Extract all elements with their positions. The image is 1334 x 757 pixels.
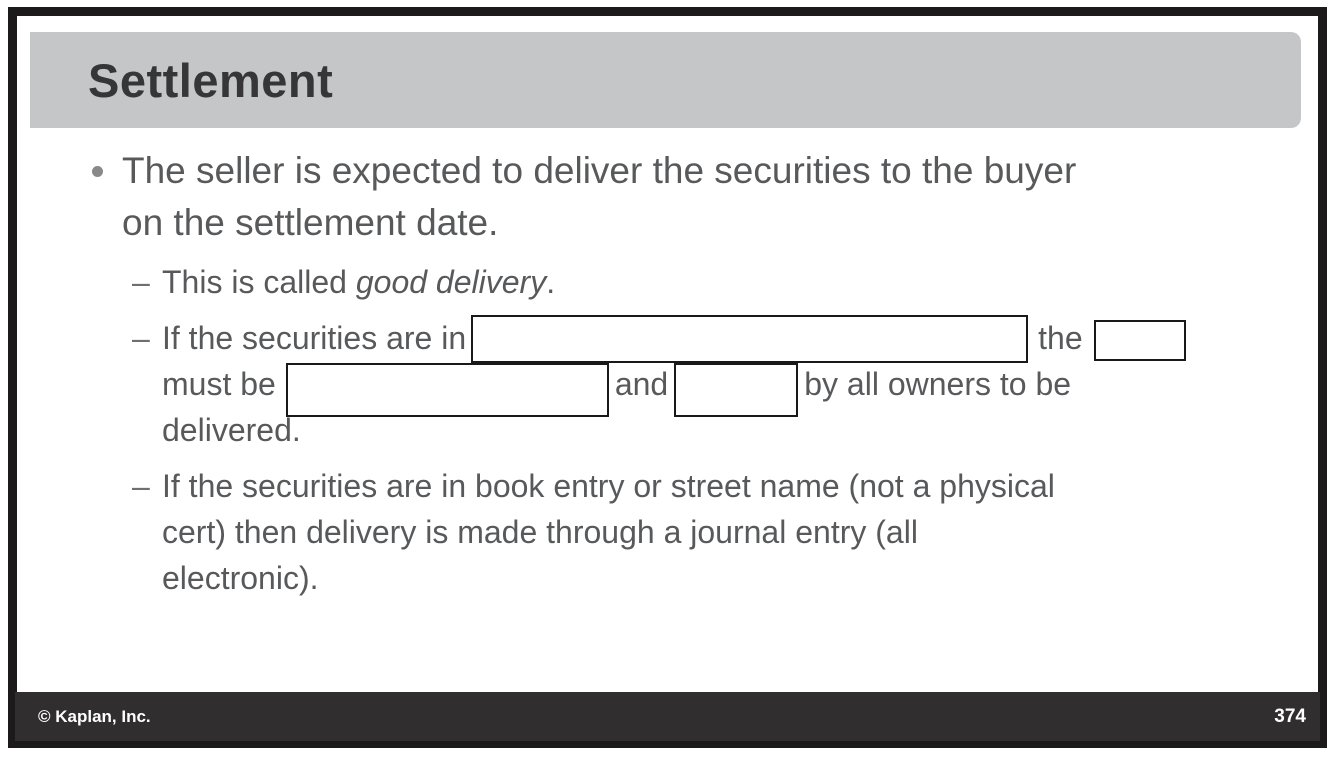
slide-title: Settlement — [88, 53, 334, 107]
sub2-line1: If the securities are in the — [162, 314, 1186, 363]
sub2-line2-text1: must be — [162, 366, 276, 402]
main-bullet: The seller is expected to deliver the se… — [92, 145, 1298, 249]
title-bar: Settlement — [30, 32, 1301, 128]
dash-marker: – — [132, 468, 150, 504]
sub2-line1-text2: the — [1038, 320, 1083, 356]
sub2-line2-text3: by all owners to be — [804, 366, 1072, 402]
blank-box-1 — [471, 314, 1029, 363]
sub2-line2: must be and by all owners to be — [162, 362, 1072, 417]
slide-content: The seller is expected to deliver the se… — [17, 128, 1318, 601]
sub-bullet-blanks: – If the securities are in the must be and… — [132, 314, 1298, 453]
sub-bullet-book-entry: – If the securities are in book entry or… — [132, 463, 1298, 601]
blank-box-4 — [674, 362, 799, 417]
sub-bullet-3-text: If the securities are in book entry or s… — [162, 463, 1298, 601]
dash-marker: – — [132, 320, 150, 356]
sub3-line2: cert) then delivery is made through a jo… — [162, 514, 918, 550]
footer-bar: © Kaplan, Inc. 374 — [15, 692, 1320, 741]
sub3-line1: If the securities are in book entry or s… — [162, 468, 1055, 504]
sub3-line3: electronic). — [162, 560, 319, 596]
blank-box-3 — [285, 362, 609, 417]
sub-bullet-good-delivery: – This is called good delivery. — [132, 259, 1298, 305]
dash-marker: – — [132, 264, 150, 300]
sub1-italic: good delivery — [355, 264, 547, 300]
blank-box-2 — [1093, 320, 1186, 362]
bullet-dot-icon — [92, 145, 122, 249]
sub-bullet-1-text: This is called good delivery. — [162, 259, 1298, 305]
sub-bullet-2-text: If the securities are in the must be and by… — [162, 314, 1298, 453]
sub2-line2-text2: and — [614, 366, 669, 402]
sub1-post: . — [546, 264, 556, 300]
main-bullet-line2: on the settlement date. — [122, 202, 499, 243]
main-bullet-text: The seller is expected to deliver the se… — [122, 145, 1076, 249]
sub2-line1-text1: If the securities are in — [162, 320, 467, 356]
sub2-line3: delivered. — [162, 412, 301, 448]
page-number: 374 — [1274, 705, 1306, 727]
slide-frame: Settlement The seller is expected to del… — [8, 7, 1327, 748]
sub1-pre: This is called — [162, 264, 356, 300]
copyright-text: © Kaplan, Inc. — [38, 706, 151, 726]
main-bullet-line1: The seller is expected to deliver the se… — [122, 150, 1077, 191]
